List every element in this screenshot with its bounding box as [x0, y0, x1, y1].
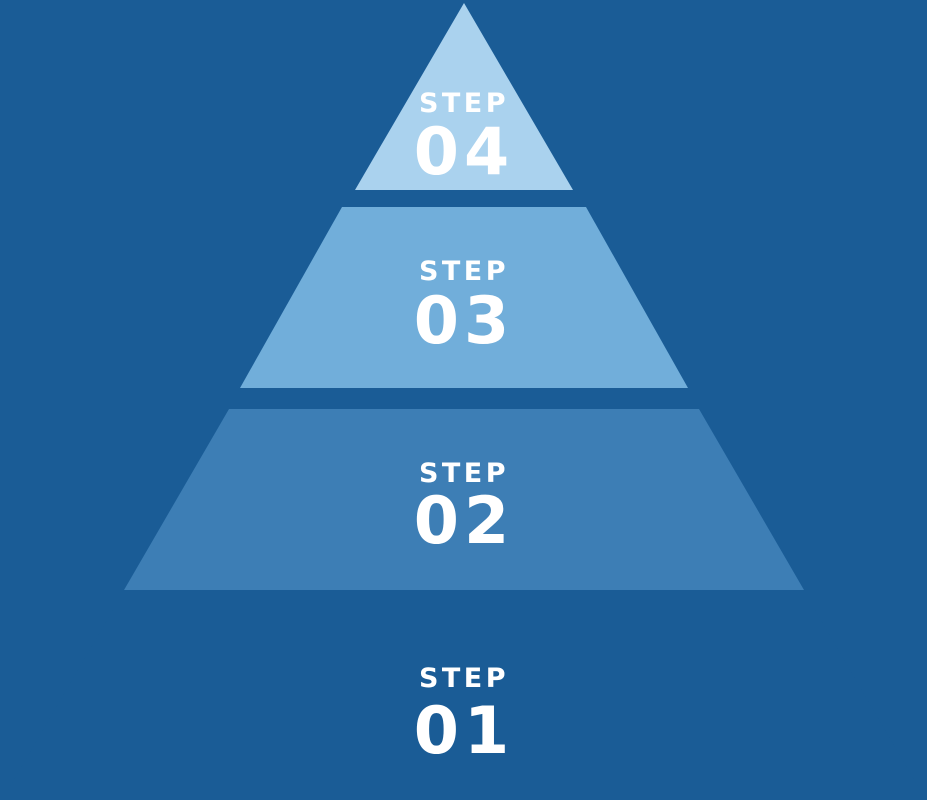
step-04-number: 04 [414, 115, 514, 190]
step-03-label: STEP [419, 256, 509, 287]
step-03-number: 03 [414, 284, 514, 359]
step-04-shape [355, 3, 573, 190]
step-01-layer: STEP 01 [8, 610, 920, 790]
step-04-label: STEP [419, 88, 509, 119]
step-04-layer: STEP 04 [355, 3, 573, 190]
step-02-layer: STEP 02 [124, 409, 804, 590]
step-01-label: STEP [419, 663, 509, 694]
step-03-layer: STEP 03 [240, 207, 688, 388]
step-02-label: STEP [419, 458, 509, 489]
step-03-shape [240, 207, 688, 388]
step-01-number: 01 [414, 694, 514, 769]
step-02-number: 02 [414, 484, 514, 559]
step-01-shape [8, 610, 920, 790]
step-02-shape [124, 409, 804, 590]
